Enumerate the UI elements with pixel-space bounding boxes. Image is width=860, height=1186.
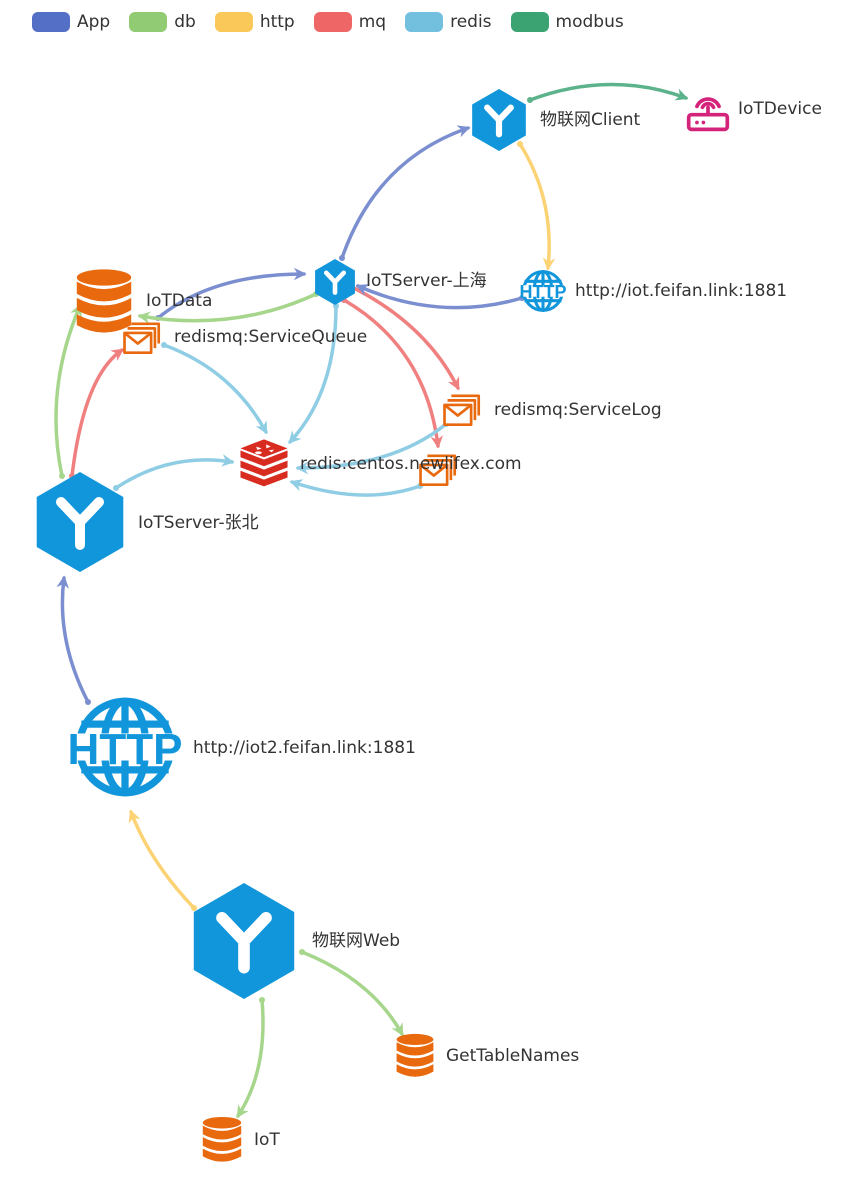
node-iot[interactable]: IoT (202, 1116, 281, 1162)
node-servicequeue[interactable]: redismq:ServiceQueue (122, 322, 368, 355)
http1-icon-text: HTTP (520, 282, 567, 302)
node-servicequeue-label: redismq:ServiceQueue (174, 327, 367, 347)
edge-layer (54, 82, 689, 1119)
node-http2[interactable]: HTTP http://iot2.feifan.link:1881 (68, 701, 416, 793)
node-web-label: 物联网Web (312, 931, 400, 951)
edge-http2-to-iotserver-zb (56, 575, 90, 704)
legend-item-db[interactable]: db (129, 12, 196, 32)
node-servicelog[interactable]: redismq:ServiceLog (442, 394, 662, 427)
node-layer: 物联网Client IoTDevice HTTP http://iot.feif… (37, 89, 822, 1162)
legend-swatch-redis (405, 12, 444, 32)
legend-label-redis: redis (450, 12, 492, 32)
edge-mq2-to-redis (289, 479, 422, 497)
legend: App db http mq redis modbus (32, 10, 643, 34)
node-client-label: 物联网Client (540, 110, 641, 130)
edge-start-dot (339, 255, 345, 261)
node-http2-label: http://iot2.feifan.link:1881 (193, 738, 416, 758)
edge-start-dot (113, 485, 119, 491)
edge-client-to-http1 (518, 142, 556, 271)
legend-item-redis[interactable]: redis (405, 12, 492, 32)
node-http1-label: http://iot.feifan.link:1881 (575, 281, 787, 301)
legend-item-http[interactable]: http (214, 12, 295, 32)
edge-start-dot (85, 699, 91, 705)
edge-web-to-iot (236, 998, 265, 1119)
iotdata-database-icon (76, 269, 132, 333)
redis-logo-icon (240, 439, 288, 487)
redis-icon-text: Redis (252, 484, 277, 493)
servicelog-mail-icon (442, 394, 481, 427)
legend-item-mq[interactable]: mq (313, 12, 387, 32)
node-iotserver-zb-label: IoTServer-张北 (138, 513, 259, 533)
node-iotdata-label: IoTData (146, 291, 212, 311)
edge-sh-to-mq2 (342, 298, 444, 449)
gettablenames-database-icon (396, 1033, 434, 1077)
node-client[interactable]: 物联网Client (472, 89, 641, 151)
legend-swatch-modbus (510, 12, 549, 32)
iotserver-sh-app-icon (315, 259, 355, 305)
node-iotdevice-label: IoTDevice (738, 99, 822, 119)
edge-zb-to-queue (70, 348, 125, 478)
legend-swatch-db (129, 12, 168, 32)
legend-swatch-mq (313, 12, 352, 32)
edge-start-dot (59, 473, 65, 479)
edge-start-dot (527, 97, 533, 103)
edge-queue-to-redis (162, 343, 268, 435)
edge-web-to-http2 (128, 809, 196, 910)
edge-zb-to-redis (114, 454, 235, 490)
edge-iotdata-to-sh (156, 267, 307, 320)
legend-swatch-app (32, 12, 70, 32)
web-app-icon (194, 883, 294, 999)
node-iotdata[interactable]: IoTData (76, 269, 213, 333)
edge-servicelog-to-redis (295, 422, 448, 475)
edge-http1-to-sh (355, 284, 524, 310)
servicequeue-mail-icon (122, 322, 161, 355)
iot-database-icon (202, 1116, 242, 1162)
node-iotdevice[interactable]: IoTDevice (686, 97, 822, 132)
node-iot-label: IoT (254, 1130, 280, 1150)
edge-sh-to-iotdata (137, 292, 318, 324)
legend-item-modbus[interactable]: modbus (510, 12, 624, 32)
node-iotserver-zb[interactable]: IoTServer-张北 (37, 472, 259, 572)
edge-sh-to-redis (288, 304, 338, 444)
edge-start-dot (191, 905, 197, 911)
node-gettablenames-label: GetTableNames (446, 1046, 579, 1066)
node-redis[interactable]: Redis redis:centos.newlifex.com (240, 439, 522, 493)
legend-swatch-http (214, 12, 253, 32)
legend-label-mq: mq (358, 12, 387, 32)
legend-label-app: App (77, 12, 111, 32)
iotdevice-router-icon (686, 97, 730, 132)
node-http1[interactable]: HTTP http://iot.feifan.link:1881 (520, 270, 788, 312)
legend-item-app[interactable]: App (32, 12, 110, 32)
node-gettablenames[interactable]: GetTableNames (396, 1033, 580, 1077)
node-servicelog-label: redismq:ServiceLog (494, 400, 662, 420)
edge-web-to-gettablenames (300, 950, 404, 1037)
edge-client-to-iotdevice (528, 82, 689, 102)
client-app-icon (472, 89, 526, 151)
http2-icon-text: HTTP (68, 725, 183, 774)
node-iotserver-sh-label: IoTServer-上海 (366, 271, 487, 291)
legend-label-modbus: modbus (555, 12, 624, 32)
node-web[interactable]: 物联网Web (194, 883, 400, 999)
legend-label-db: db (174, 12, 196, 32)
edge-sh-to-client (340, 125, 471, 260)
iotserver-zb-app-icon (37, 472, 124, 572)
legend-label-http: http (259, 12, 295, 32)
edge-start-dot (259, 997, 265, 1003)
edge-zb-to-iotdata (54, 303, 82, 478)
node-iotserver-sh[interactable]: IoTServer-上海 (315, 259, 487, 305)
edge-start-dot (299, 949, 305, 955)
edge-start-dot (517, 141, 523, 147)
edge-start-dot (161, 342, 167, 348)
node-redis-label: redis:centos.newlifex.com (300, 454, 522, 474)
